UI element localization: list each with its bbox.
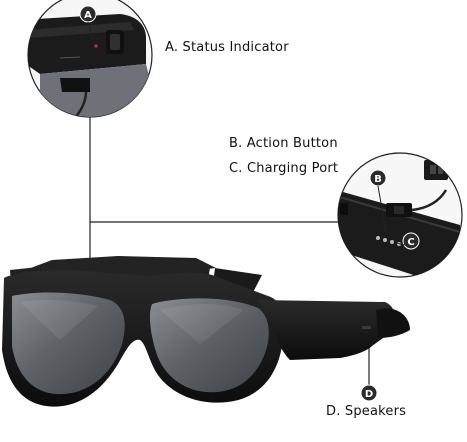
badge-a: A bbox=[79, 5, 97, 23]
brow-top bbox=[4, 256, 216, 278]
right-lens bbox=[149, 298, 269, 393]
badge-b: B bbox=[369, 169, 387, 187]
inset-a bbox=[27, 0, 153, 118]
speaker-slot bbox=[362, 326, 371, 329]
inset-b-c bbox=[337, 152, 463, 278]
badge-b-letter: B bbox=[374, 174, 382, 185]
badge-c: C bbox=[402, 232, 420, 250]
badge-c-letter: C bbox=[407, 237, 414, 248]
label-action-button: B. Action Button bbox=[229, 136, 338, 151]
near-temple-arm bbox=[258, 300, 396, 360]
badge-a-letter: A bbox=[84, 10, 92, 21]
left-lens bbox=[12, 292, 125, 395]
lens-highlight-right bbox=[160, 304, 244, 344]
sunglasses bbox=[2, 256, 410, 407]
badge-d-letter: D bbox=[365, 389, 373, 400]
label-charging-port: C. Charging Port bbox=[229, 161, 339, 176]
badge-leaders bbox=[87, 21, 406, 246]
temple-tip bbox=[376, 308, 410, 338]
badge-d: D bbox=[360, 384, 378, 402]
label-speakers: D. Speakers bbox=[326, 404, 407, 419]
label-status-indicator: A. Status Indicator bbox=[165, 40, 289, 55]
lens-highlight-left bbox=[20, 299, 98, 340]
